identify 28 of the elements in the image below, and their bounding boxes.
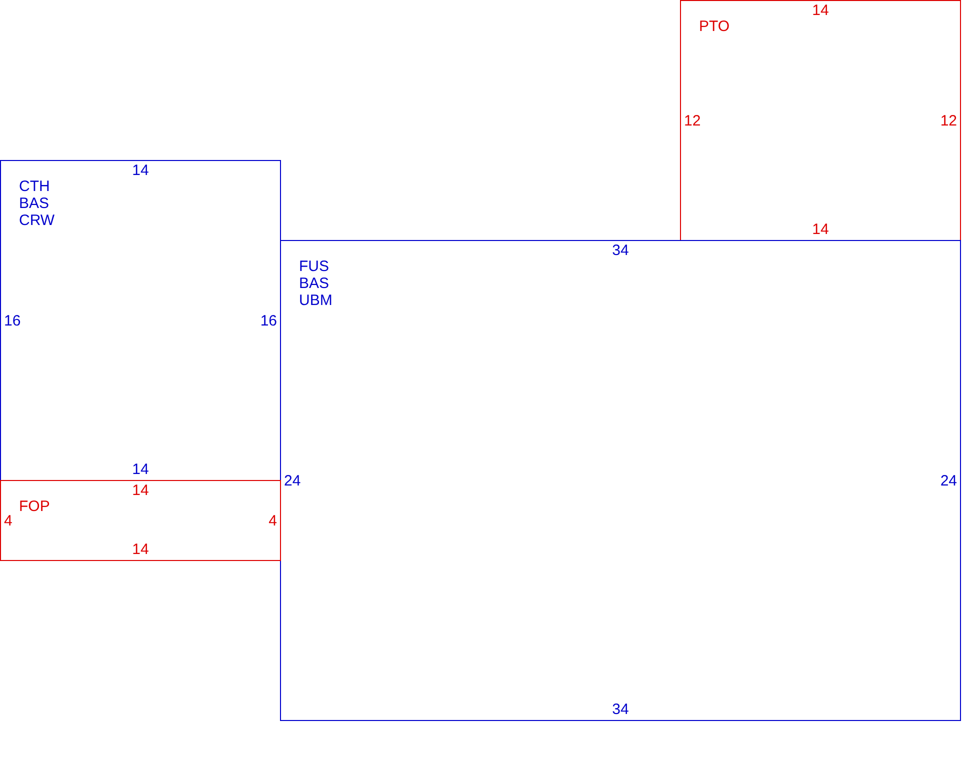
area-box (0, 160, 281, 481)
dimension-value: 24 (284, 472, 301, 489)
area-box (0, 480, 281, 561)
dimension-value: 14 (132, 482, 149, 499)
area-code: CRW (19, 212, 55, 229)
area-code: UBM (299, 292, 332, 309)
dimension-value: 14 (132, 541, 149, 558)
dimension-value: 16 (4, 312, 21, 329)
dimension-value: 16 (260, 312, 277, 329)
dimension-value: 14 (132, 461, 149, 478)
dimension-value: 4 (4, 512, 12, 529)
area-code: FOP (19, 498, 50, 515)
area-box (680, 0, 961, 241)
dimension-value: 4 (268, 512, 277, 529)
area-code: CTH (19, 178, 50, 195)
area-code: BAS (19, 195, 50, 212)
dimension-value: 34 (612, 701, 629, 718)
dimension-value: 24 (940, 472, 957, 489)
dimension-value: 12 (684, 112, 701, 129)
dimension-value: 34 (612, 242, 629, 259)
area-code: PTO (699, 18, 730, 35)
dimension-value: 12 (940, 112, 957, 129)
dimension-value: 14 (132, 162, 149, 179)
dimension-value: 14 (812, 221, 829, 238)
area-code: FUS (299, 258, 329, 275)
area-code: BAS (299, 275, 330, 292)
area-box (280, 240, 961, 721)
dimension-value: 14 (812, 2, 829, 19)
